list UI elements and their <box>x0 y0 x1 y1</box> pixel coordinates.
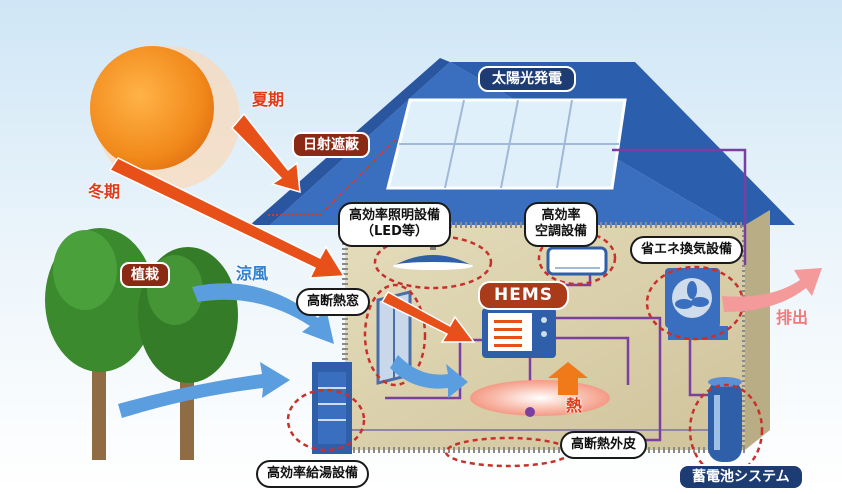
label-summer: 夏期 <box>252 90 285 109</box>
label-aircon-line1: 高効率 <box>541 208 581 223</box>
label-insulated-envelope: 高断熱外皮 <box>560 431 648 460</box>
winter-sun-arrow <box>108 157 346 279</box>
label-planting: 植栽 <box>120 262 170 288</box>
breeze-arrow-lower <box>118 362 290 418</box>
label-exhaust: 排出 <box>776 308 809 327</box>
label-lighting-line2: （LED等） <box>361 224 428 240</box>
shading-dotted-line <box>268 139 396 216</box>
ventilation-fan-icon <box>665 268 728 340</box>
label-solar-power: 太陽光発電 <box>478 66 576 92</box>
summer-sun-arrow <box>230 112 301 194</box>
sensor-dot <box>525 407 535 417</box>
sun-icon <box>90 46 240 190</box>
exhaust-arrow <box>722 268 822 312</box>
indoor-breeze-arrow <box>390 355 468 398</box>
label-air-conditioner: 高効率 空調設備 <box>524 202 599 247</box>
label-lighting: 高効率照明設備 （LED等） <box>338 202 452 247</box>
label-cool-breeze: 涼風 <box>236 264 269 283</box>
label-water-heater: 高効率給湯設備 <box>256 460 370 489</box>
water-heater-icon <box>312 362 352 454</box>
label-insulated-window: 高断熱窓 <box>296 288 371 317</box>
floor-heating-glow <box>470 380 610 416</box>
breeze-arrow-upper <box>192 283 334 344</box>
solar-panel-icon <box>386 98 627 190</box>
window-heat-arrow <box>380 290 476 343</box>
label-ventilation: 省エネ換気設備 <box>630 236 744 265</box>
air-conditioner-icon <box>546 246 608 276</box>
label-winter: 冬期 <box>88 182 121 201</box>
label-heat: 熱 <box>566 396 583 415</box>
hems-panel-icon <box>482 308 556 358</box>
label-solar-shading: 日射遮蔽 <box>292 132 370 158</box>
heat-up-arrow-icon <box>548 362 588 395</box>
label-lighting-line1: 高効率照明設備 <box>349 208 441 223</box>
label-aircon-line2: 空調設備 <box>535 224 588 240</box>
battery-icon <box>708 377 742 462</box>
label-battery: 蓄電池システム <box>678 464 804 490</box>
label-hems: HEMS <box>478 281 570 310</box>
